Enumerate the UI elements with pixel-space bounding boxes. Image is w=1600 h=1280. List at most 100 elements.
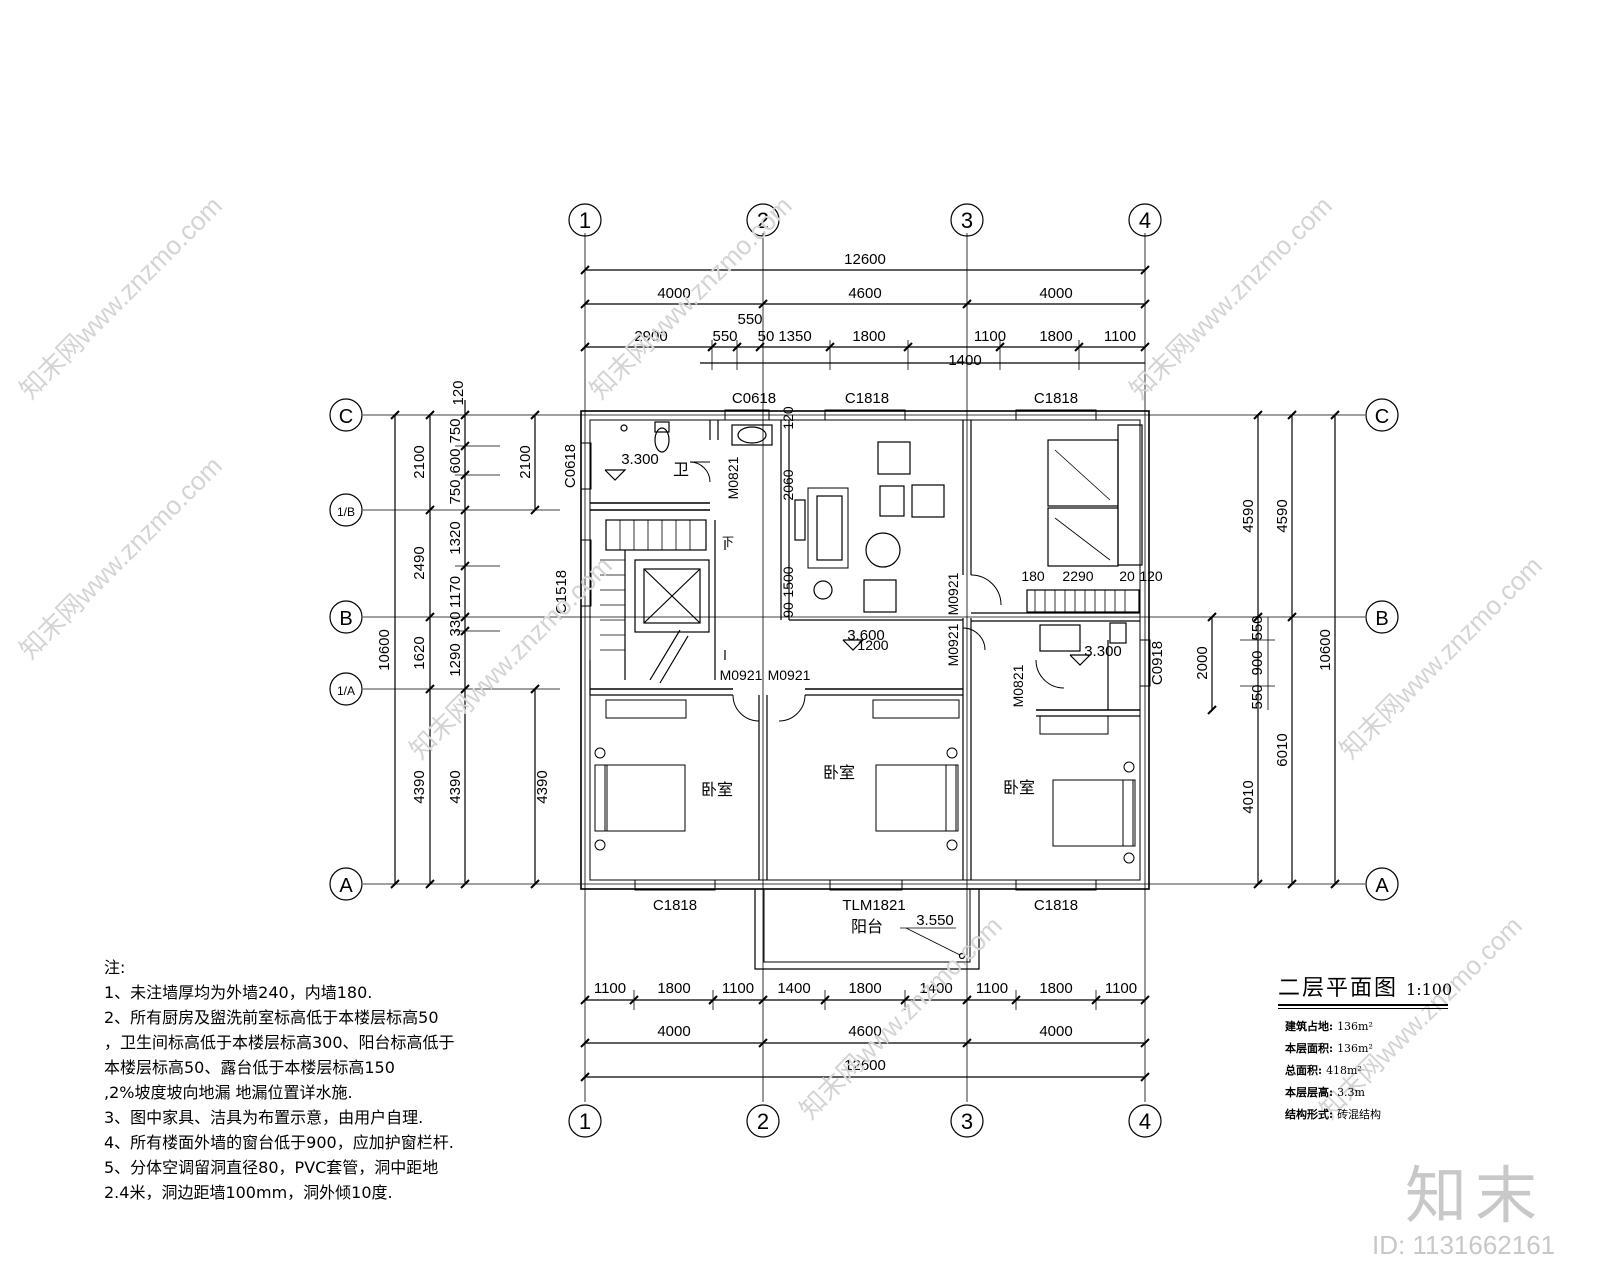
axis-label-b-left: B	[339, 608, 352, 630]
dim-stair-2: 4390	[534, 770, 551, 803]
dim-left-total: 10600	[376, 629, 393, 671]
win-label-c1518: C1518	[553, 570, 570, 614]
dim-left-i3: 750	[447, 479, 464, 504]
axis-label-1b-left: 1/B	[337, 505, 355, 519]
dim-top-bay-3: 4000	[1039, 285, 1072, 302]
win-label-c1818-bot-left: C1818	[653, 897, 697, 914]
note-line: ，卫生间标高低于本楼层标高300、阳台标高低于	[104, 1033, 455, 1052]
stat-row: 总面积:418m²	[1285, 1060, 1381, 1082]
dim-left-i2: 600	[447, 448, 464, 473]
dim-left-o1: 2100	[411, 445, 428, 478]
drawing-title: 二层平面图	[1278, 976, 1399, 1001]
stat-row: 本层面积:136m²	[1285, 1038, 1381, 1060]
title-underline-thin	[1278, 1008, 1448, 1009]
stat-value: 418m²	[1326, 1064, 1362, 1077]
room-bed3: 卧室	[1003, 778, 1035, 797]
axis-label-2-bottom: 2	[757, 1109, 769, 1134]
door-label-m0821-bath: M0821	[725, 456, 741, 499]
stat-row: 本层层高:3.3m	[1285, 1082, 1381, 1104]
drawing-title-block: 二层平面图 1:100	[1278, 970, 1452, 1009]
axis-bubble-1b-left	[329, 493, 363, 527]
stat-label: 建筑占地:	[1285, 1020, 1334, 1033]
axis-bubble-1-top	[568, 203, 602, 237]
dim-bot-d2: 1800	[657, 980, 690, 997]
dim-right-total: 10600	[1317, 629, 1334, 671]
dim-int-1200: 1200	[857, 637, 888, 653]
stat-value: 136m²	[1337, 1042, 1373, 1055]
door-label-m0921-c: M0921	[945, 572, 961, 615]
dim-bot-d6: 1400	[919, 980, 952, 997]
win-label-c1818-top-mid: C1818	[845, 390, 889, 407]
dim-stair-1: 2100	[517, 445, 534, 478]
stat-value: 136m²	[1337, 1020, 1373, 1033]
dim-int-120a: 120	[780, 406, 796, 430]
notes-heading: 注:	[104, 958, 126, 977]
dim-left-i6: 330	[447, 611, 464, 636]
stat-label: 结构形式:	[1285, 1108, 1334, 1121]
note-line: 1、未注墙厚均为外墙240，内墙180.	[104, 983, 373, 1002]
dim-bot-total: 12600	[844, 1057, 886, 1074]
note-line: 2、所有厨房及盥洗前室标高低于本楼层标高50	[104, 1008, 439, 1027]
door-label-tlm1821: TLM1821	[842, 897, 905, 914]
stat-row: 结构形式:砖混结构	[1285, 1104, 1381, 1126]
door-label-m0921-d: M0921	[945, 623, 961, 666]
axis-label-c-left: C	[339, 406, 353, 428]
dim-bot-d4: 1400	[777, 980, 810, 997]
dim-top-bay-2: 4600	[848, 285, 881, 302]
elev-ne: 3.300	[1084, 643, 1122, 660]
dim-top-bay-1: 4000	[657, 285, 690, 302]
dim-bot-d9: 1100	[1105, 980, 1137, 997]
dim-left-i1: 750	[447, 418, 464, 443]
note-line: ,2%坡度坡向地漏 地漏位置详水施.	[104, 1083, 353, 1102]
room-balcony: 阳台	[851, 917, 883, 936]
win-label-c0618-top: C0618	[732, 390, 776, 407]
dim-int-120b: 120	[1139, 568, 1163, 584]
axis-label-a-right: A	[1375, 875, 1389, 897]
dim-left-i7: 1290	[447, 643, 464, 676]
dim-bot-bay-3: 4000	[1039, 1023, 1072, 1040]
dim-right-o2: 6010	[1274, 733, 1291, 766]
stat-label: 本层层高:	[1285, 1086, 1334, 1099]
dim-top-d4: 1350	[778, 328, 811, 345]
area-stats: 建筑占地:136m² 本层面积:136m² 总面积:418m² 本层层高:3.3…	[1285, 1016, 1381, 1126]
note-line: 4、所有楼面外墙的窗台低于900，应加护窗栏杆.	[104, 1133, 454, 1152]
dim-bot-d3: 1100	[722, 980, 754, 997]
image-id: ID: 1131662161	[1372, 1230, 1556, 1260]
axis-label-3-top: 3	[961, 208, 973, 233]
door-label-m0821-e: M0821	[1010, 664, 1026, 707]
stat-label: 本层面积:	[1285, 1042, 1334, 1055]
dim-right-o1: 4590	[1274, 499, 1291, 532]
dim-top-1400: 1400	[948, 352, 981, 369]
door-label-m0921-a: M0921	[720, 667, 763, 683]
axis-label-a-left: A	[339, 875, 353, 897]
axis-bubble-b-right	[1365, 600, 1399, 634]
axis-label-1-top: 1	[579, 208, 591, 233]
win-label-c0918: C0918	[1149, 641, 1166, 685]
brand-logo: 知末	[1405, 1159, 1546, 1232]
room-bed2: 卧室	[823, 763, 855, 782]
dim-int-1500: 1500	[780, 566, 796, 597]
dim-left-top: 120	[450, 380, 467, 405]
stair-down: 下	[722, 535, 734, 549]
dim-left-o4: 4390	[411, 770, 428, 803]
axis-bubble-c-left	[329, 398, 363, 432]
design-notes: 注: 1、未注墙厚均为外墙240，内墙180. 2、所有厨房及盥洗前室标高低于本…	[104, 955, 455, 1205]
room-bed1: 卧室	[701, 780, 733, 799]
dim-top-d7: 1800	[1039, 328, 1072, 345]
win-label-c0618-side: C0618	[562, 444, 579, 488]
drawing-scale: 1:100	[1406, 980, 1453, 999]
dim-top-550: 550	[737, 311, 762, 328]
dim-right-i1: 4590	[1240, 499, 1257, 532]
axis-label-1a-left: 1/A	[337, 684, 355, 698]
door-label-m0921-b: M0921	[768, 667, 811, 683]
axis-label-3-bottom: 3	[961, 1109, 973, 1134]
dim-top-d1: 2900	[634, 328, 667, 345]
dim-bot-bay-1: 4000	[657, 1023, 690, 1040]
axis-bubble-3-bottom	[950, 1104, 984, 1138]
dim-left-i8: 4390	[447, 770, 464, 803]
elev-hall: 3.600	[847, 627, 885, 644]
dim-bot-d8: 1800	[1039, 980, 1072, 997]
dim-top-d6: 1100	[974, 328, 1006, 345]
room-bath: 卫	[673, 460, 689, 479]
